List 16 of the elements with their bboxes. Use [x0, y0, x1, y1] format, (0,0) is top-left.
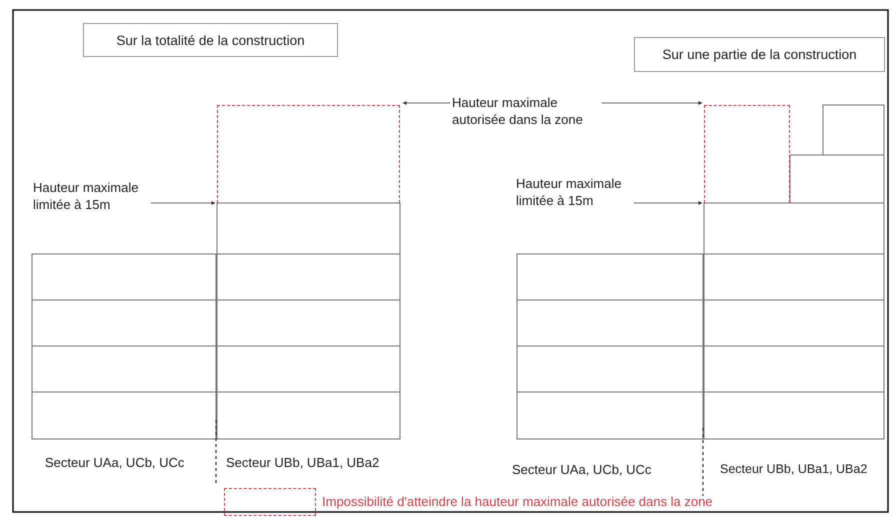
sector-label: Secteur UBb, UBa1, UBa2	[226, 455, 380, 470]
dashed-outline	[704, 105, 790, 203]
sector-label: Secteur UBb, UBa1, UBa2	[720, 462, 868, 476]
leader-line	[602, 101, 702, 105]
title-box: Sur la totalité de la construction	[83, 23, 338, 57]
annotation-text: Hauteur maximale autorisée dans la zone	[452, 94, 602, 130]
title-box: Sur une partie de la construction	[634, 37, 885, 72]
dashed-outline	[217, 105, 400, 203]
legend-text: Impossibilité d'atteindre la hauteur maximale autorisée dans la zone	[322, 494, 713, 509]
sector-label: Secteur UAa, UCb, UCc	[45, 455, 184, 470]
leader-line	[634, 201, 702, 205]
annotation-text: Hauteur maximale limitée à 15m	[516, 175, 634, 211]
annotation-text: Hauteur maximale limitée à 15m	[33, 179, 151, 215]
leader-line	[402, 101, 450, 105]
leader-line	[150, 201, 216, 205]
sector-label: Secteur UAa, UCb, UCc	[512, 462, 652, 477]
